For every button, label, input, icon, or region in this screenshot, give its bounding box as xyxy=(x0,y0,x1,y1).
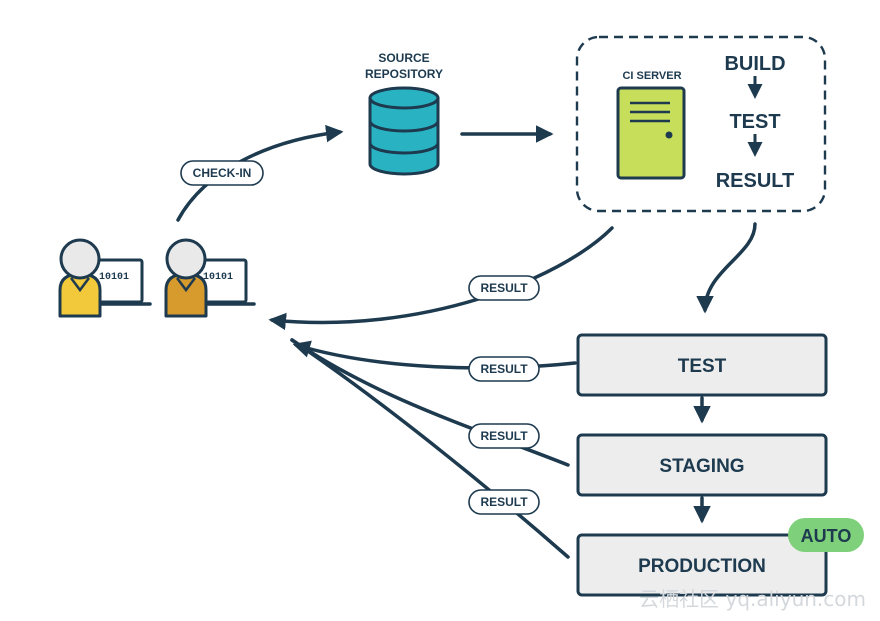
stage-staging: STAGING xyxy=(576,433,828,497)
result-pill: RESULT xyxy=(468,356,540,382)
stage-production-label: PRODUCTION xyxy=(638,556,766,577)
result-label: RESULT xyxy=(480,495,528,509)
watermark: 云栖社区 yq.aliyun.com xyxy=(639,587,866,611)
result-label: RESULT xyxy=(480,429,528,443)
result-label: RESULT xyxy=(480,281,528,295)
database-icon xyxy=(368,86,440,176)
result-pill: RESULT xyxy=(468,489,540,515)
test-result-arrow xyxy=(292,340,577,370)
stage-production: PRODUCTION xyxy=(576,533,828,597)
source-repository: SOURCE REPOSITORY xyxy=(365,51,443,176)
stage-staging-label: STAGING xyxy=(659,456,744,477)
ci-result-arrow xyxy=(268,226,614,331)
auto-badge-label: AUTO xyxy=(801,526,852,546)
ci-step-result: RESULT xyxy=(716,170,795,192)
result-pill: RESULT xyxy=(468,275,540,301)
auto-badge: AUTO xyxy=(788,518,864,552)
ci-step-build: BUILD xyxy=(724,53,785,75)
person-icon xyxy=(58,238,102,318)
ci-step-test: TEST xyxy=(729,111,780,133)
server-icon xyxy=(616,86,686,180)
laptop-screen-text: 10101 xyxy=(99,272,129,283)
ci-server-label: CI SERVER xyxy=(622,70,681,82)
result-pill: RESULT xyxy=(468,423,540,449)
check-in-label: CHECK-IN xyxy=(193,166,252,180)
ci-to-pipeline-arrow xyxy=(696,222,757,314)
source-repository-label-line2: REPOSITORY xyxy=(365,67,443,81)
person-icon xyxy=(164,238,208,318)
connectors xyxy=(176,124,757,559)
ci-server-box: CI SERVER BUILD TEST RESULT xyxy=(575,35,827,213)
developer-2: 10101 xyxy=(164,238,256,318)
source-repository-label-line1: SOURCE xyxy=(378,51,429,65)
stage-test-label: TEST xyxy=(678,356,727,377)
stage-test: TEST xyxy=(576,333,828,397)
developer-1: 10101 xyxy=(58,238,152,318)
check-in-pill: CHECK-IN xyxy=(180,160,264,186)
result-label: RESULT xyxy=(480,362,528,376)
laptop-screen-text: 10101 xyxy=(203,272,233,283)
production-result-arrow xyxy=(290,338,570,559)
staging-result-arrow xyxy=(290,338,570,467)
